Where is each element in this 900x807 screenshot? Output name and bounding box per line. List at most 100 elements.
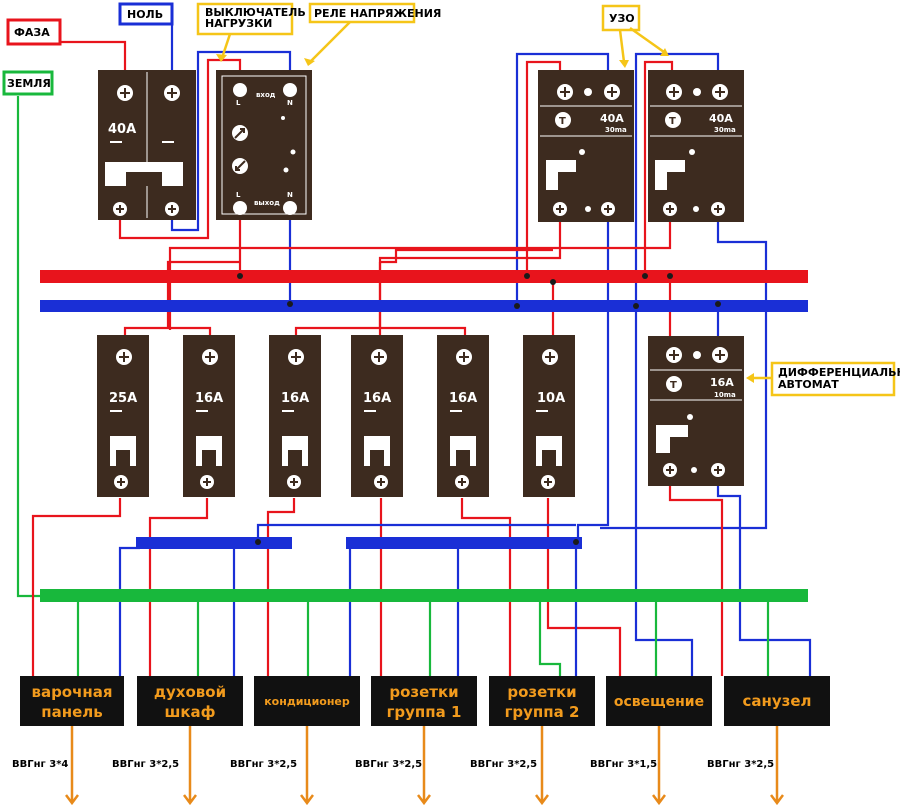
breaker-3[interactable]: 16A — [269, 335, 321, 497]
main-switch-terminal-bottom-l — [113, 202, 127, 216]
load-air-conditioner-line1: кондиционер — [264, 695, 350, 708]
tag-voltage-relay: РЕЛЕ НАПРЯЖЕНИЯ — [304, 2, 441, 66]
load-sockets-2-line2: группа 2 — [505, 703, 580, 721]
breaker-2[interactable]: 16A — [183, 335, 235, 497]
main-switch[interactable]: 40A — [98, 70, 196, 220]
rcbo-terminal-top-l — [666, 347, 682, 363]
rcd1-in-neutral — [515, 52, 610, 306]
rcd2-led — [693, 88, 701, 96]
n7-to-load — [634, 306, 694, 676]
rcd1-in-phase — [525, 60, 562, 276]
load-oven[interactable]: духовой шкаф — [137, 676, 243, 726]
relay-terminal-in-l — [233, 83, 247, 97]
main-switch-terminal-bottom-r — [165, 202, 179, 216]
load-lighting[interactable]: освещение — [606, 676, 712, 726]
tag-voltage-relay-text: РЕЛЕ НАПРЯЖЕНИЯ — [314, 7, 441, 20]
load-lighting-line1: освещение — [614, 694, 704, 710]
rcd-2[interactable]: T 40A 30ma — [648, 70, 744, 222]
rcd1-terminal-top-l — [557, 84, 573, 100]
rcd1-out-neutral — [576, 220, 610, 542]
breaker-1-rating: 25A — [109, 391, 137, 406]
rcd2-in-neutral — [634, 52, 720, 306]
load-sockets-2[interactable]: розетки группа 2 — [489, 676, 595, 726]
load-sockets-1[interactable]: розетки группа 1 — [371, 676, 477, 726]
cable-arrow-3 — [300, 726, 314, 806]
rcd2-test-label: T — [669, 116, 676, 127]
relay-terminal-in-n — [283, 83, 297, 97]
load-bathroom[interactable]: санузел — [724, 676, 830, 726]
relay-led-3 — [283, 167, 289, 173]
rcd1-test-button[interactable]: T — [555, 112, 571, 128]
rcd2-indicator — [689, 149, 695, 155]
cable-arrow-1 — [65, 726, 79, 806]
n3-to-load — [256, 523, 576, 542]
relay-in-label: вход — [256, 91, 276, 99]
ground-busbar — [40, 589, 808, 602]
neutral-input-wire — [170, 20, 174, 70]
tag-voltage-relay-arrow — [309, 21, 351, 63]
relay-in-n-label: N — [287, 99, 293, 107]
rcbo-indicator — [687, 414, 693, 420]
breaker-1[interactable]: 25A — [97, 335, 149, 497]
phase-input-wire — [60, 40, 127, 70]
cable-label-2: ВВГнг 3*2,5 — [112, 759, 179, 770]
cable-label-7: ВВГнг 3*2,5 — [707, 759, 774, 770]
br1-out — [31, 498, 122, 676]
breaker-5-rating: 16A — [449, 391, 477, 406]
tag-rcd-arrow-2 — [629, 26, 665, 54]
ground-input-wire — [16, 96, 40, 598]
relay-knob-max-icon[interactable] — [232, 125, 248, 141]
voltage-relay[interactable]: L вход N L выход N — [216, 70, 312, 220]
rcd2-sensitivity: 30ma — [714, 126, 736, 134]
breaker-2-rating: 16A — [195, 391, 223, 406]
main-to-relay-neutral — [170, 50, 292, 232]
rcbo-rating: 16A — [710, 376, 734, 389]
br6-out — [546, 498, 622, 676]
rcbo-terminal-top-r — [712, 347, 728, 363]
rcd-1[interactable]: T 40A 30ma — [538, 70, 634, 222]
rcd2-terminal-bottom-l — [663, 202, 677, 216]
rcbo-terminal-bottom-l — [663, 463, 677, 477]
main-to-relay-phase — [118, 58, 242, 240]
rcd2-terminal-bottom-r — [711, 202, 725, 216]
breaker-6[interactable]: 10A — [523, 335, 575, 497]
load-sockets-1-line2: группа 1 — [387, 703, 462, 721]
relay-out-n-label: N — [287, 191, 293, 199]
relay-knob-min-icon[interactable] — [232, 158, 248, 174]
load-air-conditioner[interactable]: кондиционер — [254, 676, 360, 726]
tag-neutral: НОЛЬ — [118, 2, 174, 26]
rcd2-terminal-top-r — [712, 84, 728, 100]
load-cooktop[interactable]: варочная панель — [20, 676, 124, 726]
tag-phase: ФАЗА — [6, 18, 62, 46]
rcbo-test-button[interactable]: T — [666, 376, 682, 392]
rcd2-rating: 40A — [709, 112, 733, 125]
cables: ВВГнг 3*4 ВВГнг 3*2,5 ВВГнг 3*2,5 ВВГнг … — [12, 726, 784, 806]
rcbo[interactable]: T 16A 10ma — [648, 336, 744, 486]
rcbo-sensitivity: 10ma — [714, 391, 736, 399]
load-sockets-1-line1: розетки — [389, 683, 458, 701]
breaker-4-rating: 16A — [363, 391, 391, 406]
breaker-4[interactable]: 16A — [351, 335, 403, 497]
rcd1-test-label: T — [559, 116, 566, 127]
cable-label-4: ВВГнг 3*2,5 — [355, 759, 422, 770]
cable-arrow-4 — [417, 726, 431, 806]
wires — [16, 20, 812, 676]
rcd2-terminal-top-l — [666, 84, 682, 100]
rcd1-sensitivity: 30ma — [605, 126, 627, 134]
neutral-busbar — [40, 300, 808, 312]
rcbo-terminal-bottom-r — [711, 463, 725, 477]
tag-rcbo: ДИФФЕРЕНЦИАЛЬНЫЙАВТОМАТ — [746, 361, 900, 397]
load-oven-line2: шкаф — [164, 703, 215, 721]
rcd2-test-button[interactable]: T — [665, 112, 681, 128]
tag-rcd-text: УЗО — [609, 12, 635, 25]
rcbo-test-label: T — [670, 380, 677, 391]
junctions — [237, 273, 721, 545]
relay-in-l-label: L — [236, 99, 241, 107]
neutral-busbar-right — [346, 537, 582, 549]
tag-rcbo-text: ДИФФЕРЕНЦИАЛЬНЫЙАВТОМАТ — [778, 366, 900, 391]
rcd2-in-phase — [643, 60, 674, 276]
rcd2-out-neutral — [600, 220, 768, 530]
ground-taps — [76, 600, 770, 676]
breaker-5[interactable]: 16A — [437, 335, 489, 497]
